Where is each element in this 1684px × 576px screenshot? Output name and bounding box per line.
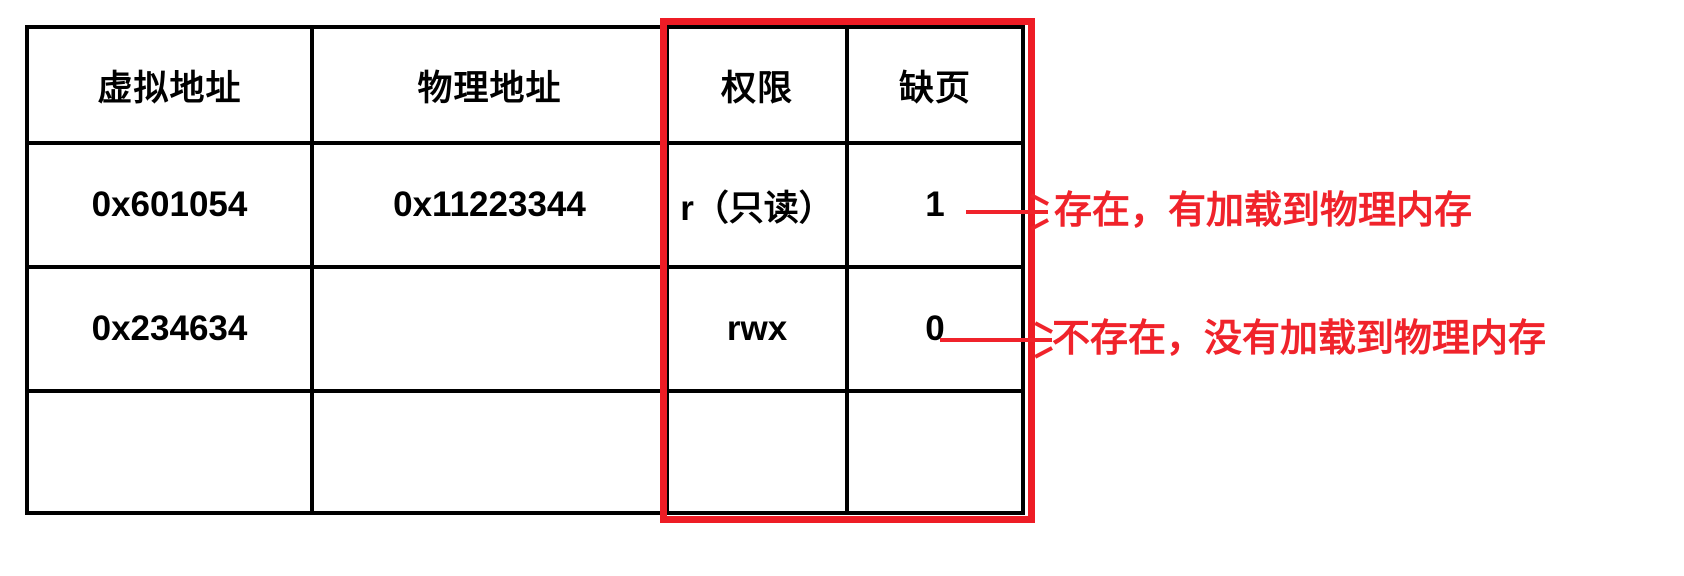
cell-virtual-address [25,389,314,515]
header-permission: 权限 [665,25,849,145]
table-row: 0x601054 0x11223344 r（只读） 1 [25,141,1025,269]
annotation-row-1: 存在，有加载到物理内存 [966,190,1473,232]
cell-physical-address [310,389,669,515]
cell-page-fault: 1 [845,141,1025,269]
cell-page-fault [845,389,1025,515]
annotation-row-2: 不存在，没有加载到物理内存 [940,318,1547,360]
annotation-row-2-text: 不存在，没有加载到物理内存 [1052,318,1547,360]
header-virtual-address: 虚拟地址 [25,25,314,145]
table-row [25,389,1025,515]
table-header-row: 虚拟地址 物理地址 权限 缺页 [25,25,1025,145]
arrow-right-icon [940,321,1053,359]
cell-permission [665,389,849,515]
cell-page-fault: 0 [845,265,1025,393]
cell-virtual-address: 0x234634 [25,265,314,393]
cell-permission: r（只读） [665,141,849,269]
cell-physical-address [310,265,669,393]
header-page-fault: 缺页 [845,25,1025,145]
page-table: 虚拟地址 物理地址 权限 缺页 0x601054 0x11223344 r（只读… [25,25,1025,515]
arrow-right-icon [966,193,1049,231]
annotation-row-1-text: 存在，有加载到物理内存 [1054,190,1473,232]
cell-physical-address: 0x11223344 [310,141,669,269]
table-row: 0x234634 rwx 0 [25,265,1025,393]
cell-virtual-address: 0x601054 [25,141,314,269]
header-physical-address: 物理地址 [310,25,669,145]
cell-permission: rwx [665,265,849,393]
